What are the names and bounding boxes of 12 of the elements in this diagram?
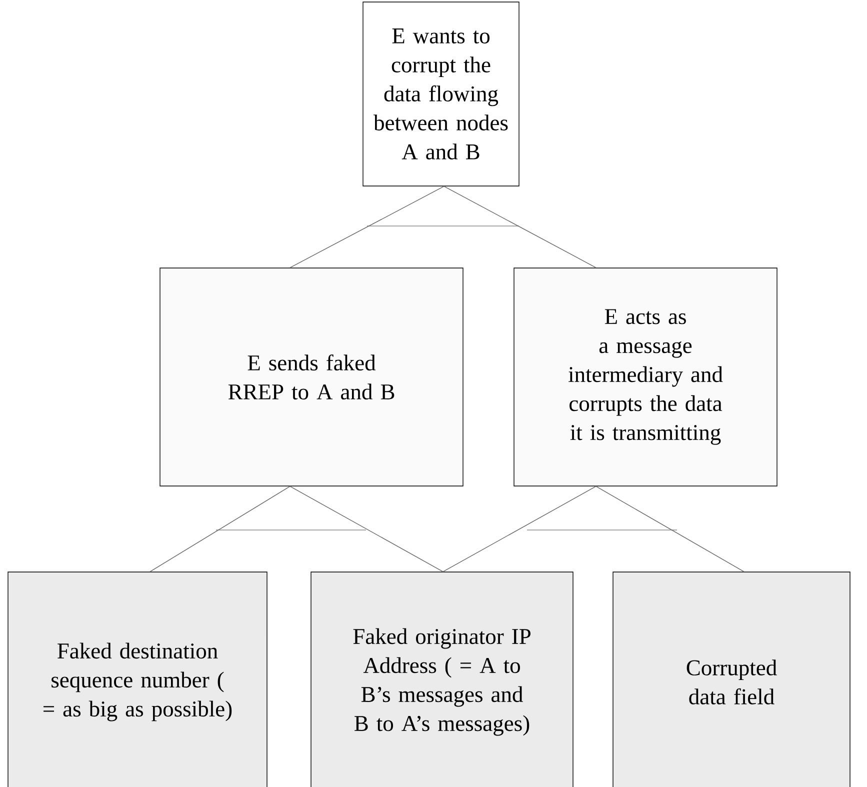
connector-line	[150, 486, 290, 572]
connector-line	[442, 486, 596, 572]
connector-line	[290, 486, 444, 572]
connector-line	[444, 186, 596, 268]
goal-box: E wants to corrupt the data flowing between nodes A and B	[362, 2, 520, 186]
goal-box: E acts as a message intermediary and corrupts the data it is transmitting	[514, 268, 778, 486]
goal-box: Corrupted data field	[612, 572, 850, 787]
connector-line	[290, 186, 444, 268]
goal-box: Faked originator IP Address ( = A to B’s messages and B to A’s messages)	[310, 572, 574, 787]
connector-line	[596, 486, 744, 572]
goal-box: E sends faked RREP to A and B	[160, 268, 464, 486]
goal-box: Faked destination sequence number ( = as big as possible)	[8, 572, 268, 787]
